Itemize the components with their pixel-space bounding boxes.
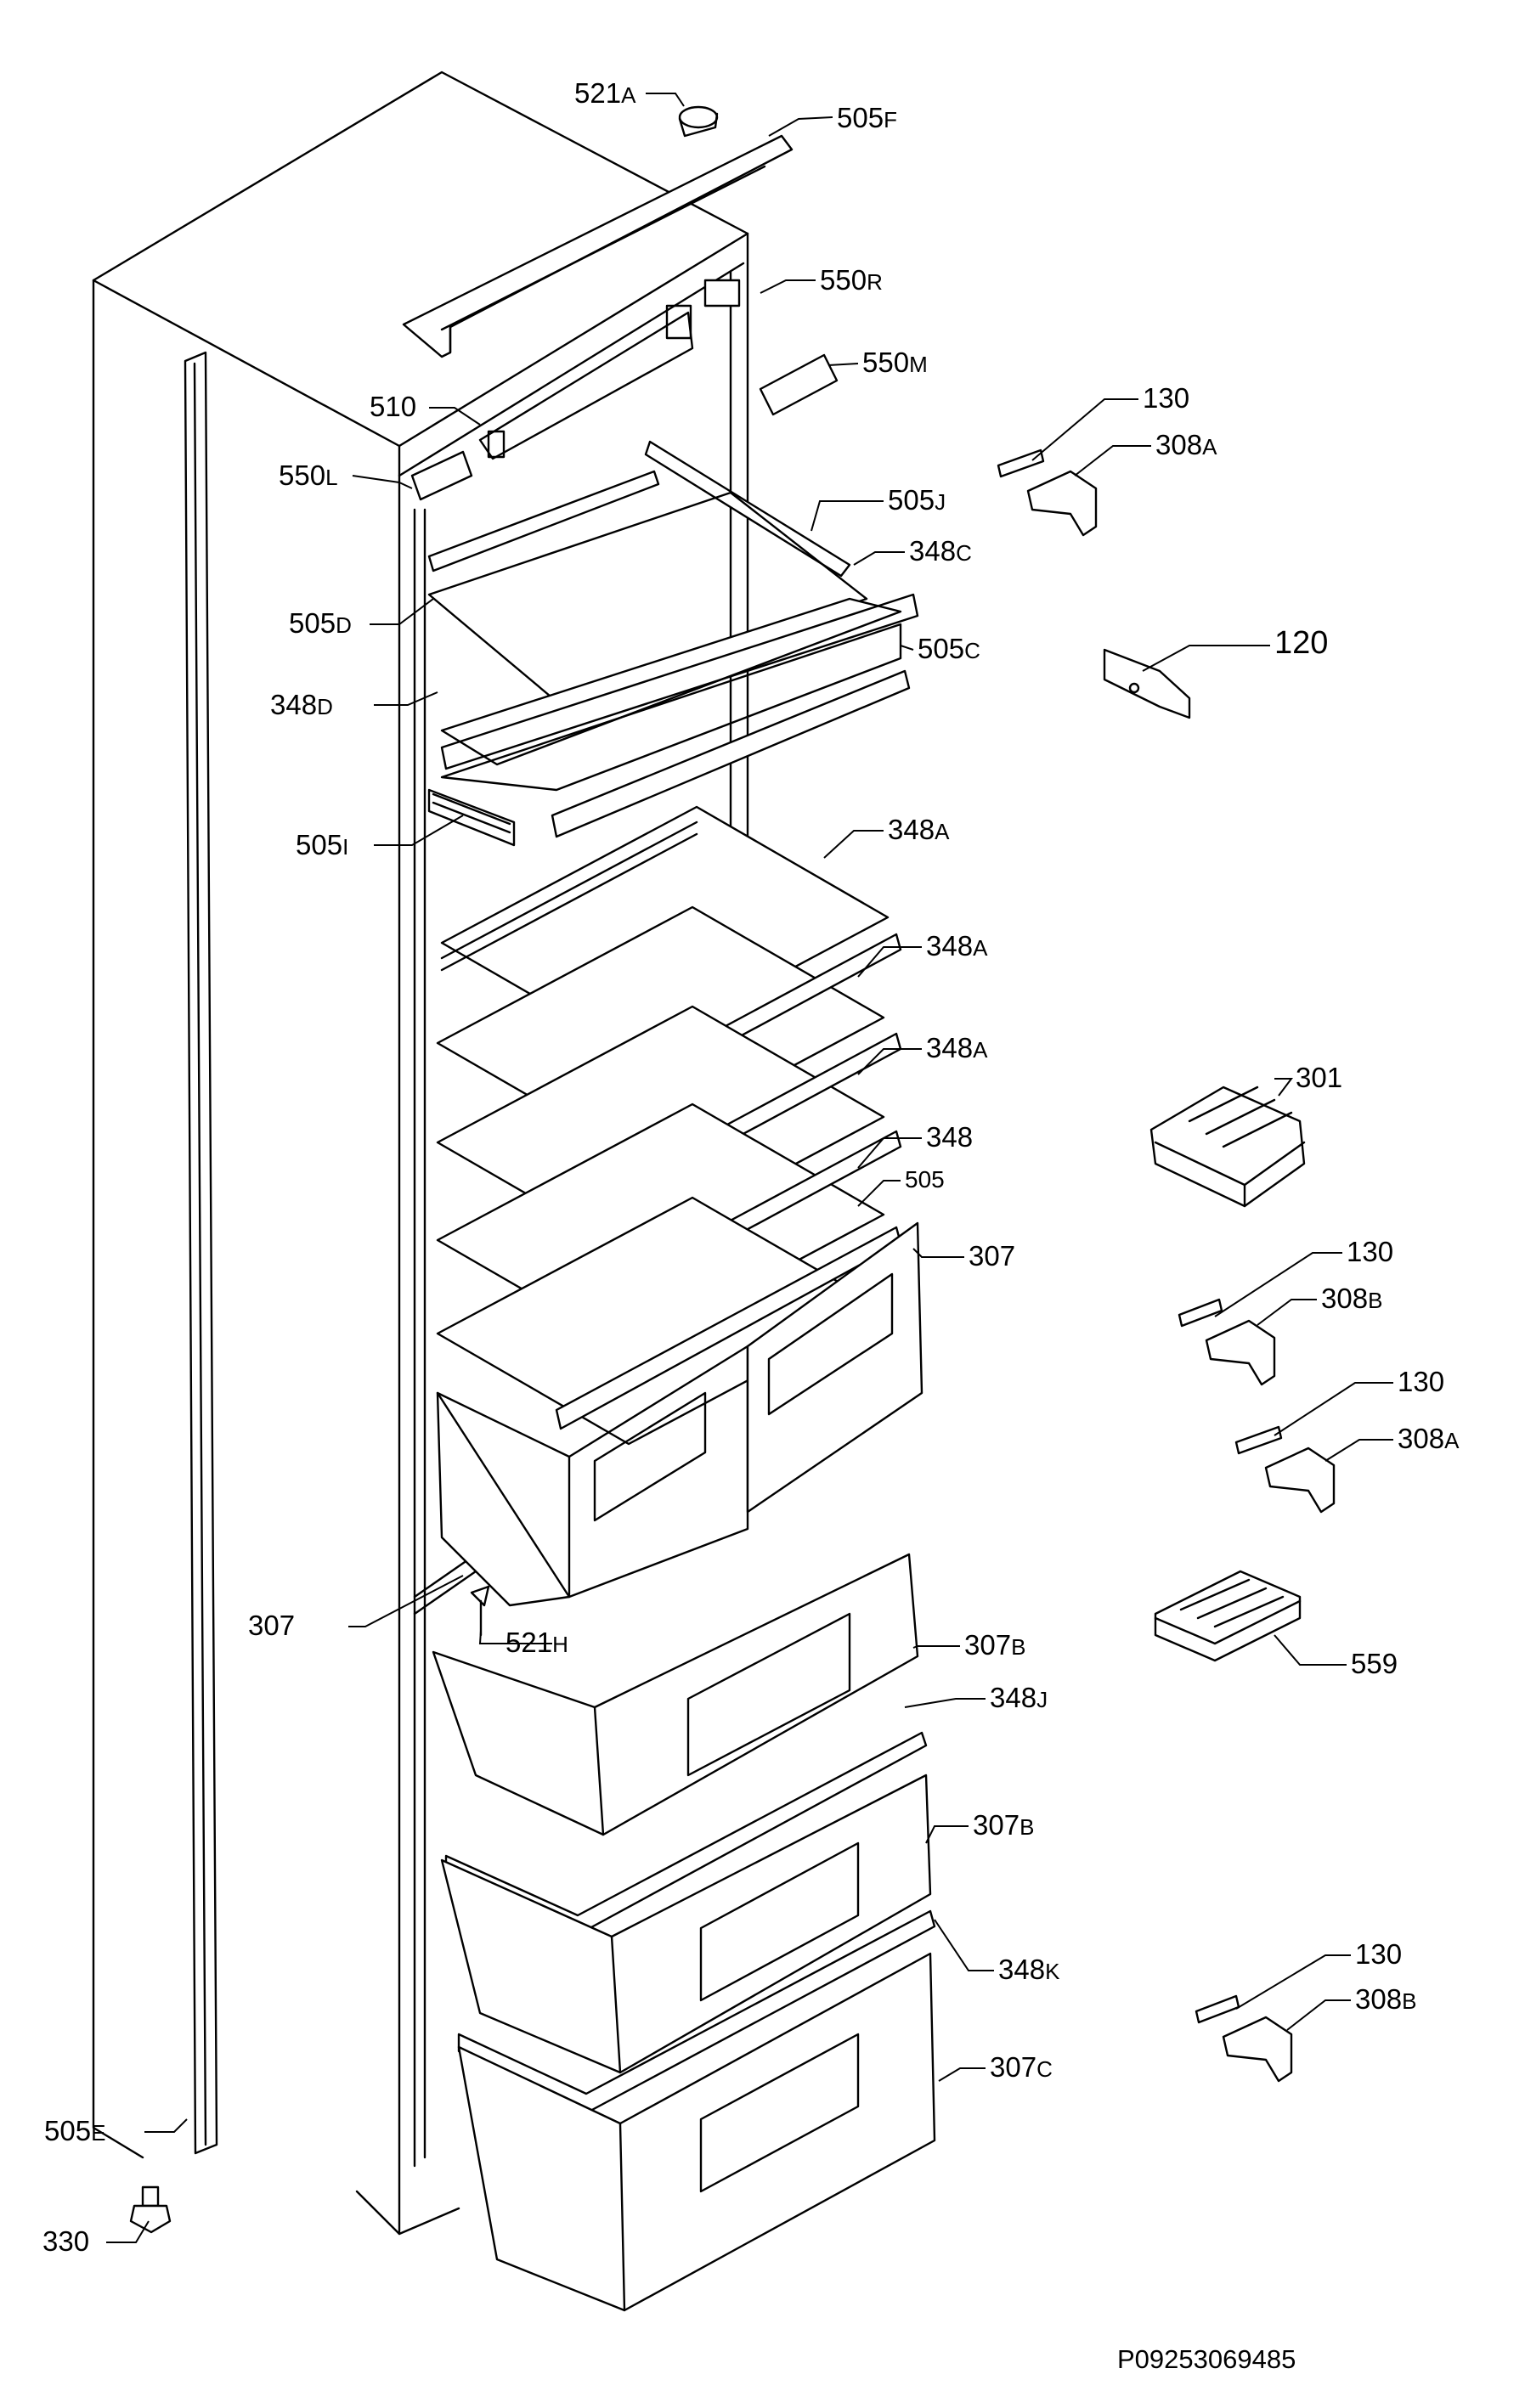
label-550l: 550L <box>279 460 338 491</box>
label-505f: 505F <box>837 102 897 133</box>
label-307-top: 307 <box>969 1240 1016 1272</box>
label-301: 301 <box>1296 1062 1343 1093</box>
label-521a: 521A <box>574 77 636 109</box>
label-330: 330 <box>42 2225 90 2257</box>
panel-550m <box>759 353 839 416</box>
bracket-120 <box>1103 648 1191 719</box>
label-348k: 348K <box>998 1954 1060 1985</box>
leader-lines <box>106 93 1393 2243</box>
label-348j: 348J <box>990 1682 1048 1713</box>
top-shelf-frame <box>427 440 919 838</box>
label-348a-2: 348A <box>926 930 988 962</box>
top-rail-505f <box>402 105 794 358</box>
cabinet-body <box>92 70 749 2236</box>
hinge-set-130-308a-top <box>997 448 1098 537</box>
label-308b-bottom: 308B <box>1355 1983 1417 2015</box>
document-code: P09253069485 <box>1117 2344 1296 2374</box>
label-307b-2: 307B <box>973 1809 1035 1841</box>
glass-shelf-505 <box>436 1196 902 1446</box>
label-308b-mid: 308B <box>1321 1283 1383 1314</box>
ice-tray-lid-559 <box>1154 1570 1302 1662</box>
label-505e: 505E <box>44 2115 106 2146</box>
adjustable-foot-330 <box>129 2185 172 2234</box>
hinge-set-130-308b-mid <box>1178 1298 1276 1386</box>
label-348a-1: 348A <box>888 814 950 845</box>
label-308a-top: 308A <box>1155 429 1217 460</box>
label-130-top: 130 <box>1143 382 1190 414</box>
label-307c: 307C <box>990 2051 1053 2083</box>
label-307-left: 307 <box>248 1610 296 1641</box>
freezer-drawer-307b-1 <box>432 1553 919 1836</box>
label-510: 510 <box>370 391 417 422</box>
label-521h: 521H <box>506 1627 568 1658</box>
hinge-set-130-308b-bottom <box>1195 1994 1293 2083</box>
light-cover-510 <box>478 279 741 460</box>
drawer-307-right <box>746 1221 923 1514</box>
label-130-mid2: 130 <box>1398 1366 1445 1397</box>
drawer-307-left <box>436 1345 749 1607</box>
label-348d: 348D <box>270 689 333 720</box>
label-505i: 505I <box>296 829 349 860</box>
label-505c: 505C <box>918 633 980 664</box>
label-550r: 550R <box>820 264 883 296</box>
label-307b-1: 307B <box>964 1629 1026 1661</box>
bracket-550l <box>410 450 473 501</box>
ice-tray-301 <box>1149 1086 1306 1208</box>
label-505j: 505J <box>888 484 946 516</box>
label-559: 559 <box>1351 1648 1398 1679</box>
label-505: 505 <box>905 1166 945 1193</box>
lamp-521h <box>470 1585 490 1637</box>
label-348c: 348C <box>909 535 972 567</box>
label-550m: 550M <box>862 347 928 378</box>
label-308a-mid: 308A <box>1398 1423 1460 1454</box>
label-348a-3: 348A <box>926 1032 988 1063</box>
freezer-drawer-307c <box>457 1952 936 2312</box>
label-505d: 505D <box>289 607 352 639</box>
label-130-mid1: 130 <box>1347 1236 1394 1267</box>
label-120: 120 <box>1274 625 1329 661</box>
hinge-set-130-308a-mid <box>1234 1425 1336 1514</box>
label-130-bottom: 130 <box>1355 1938 1403 1970</box>
freezer-drawer-307b-2 <box>440 1774 932 2074</box>
shelf-support-505i <box>427 788 516 847</box>
door-seal-505e <box>184 351 218 2155</box>
label-348: 348 <box>926 1121 974 1153</box>
